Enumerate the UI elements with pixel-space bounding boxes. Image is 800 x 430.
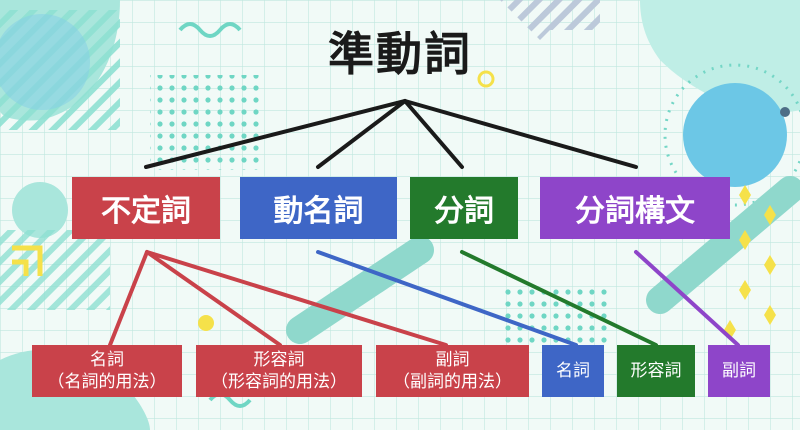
diagram-title: 準動詞 xyxy=(328,27,472,81)
usage-adjective-futeishi: 形容詞 （形容詞的用法） xyxy=(196,345,362,397)
usage-sublabel: （形容詞的用法） xyxy=(211,372,347,392)
category-futeishi: 不定詞 xyxy=(72,177,220,239)
category-bunshi: 分詞 xyxy=(410,177,518,239)
category-bunshi-kobun: 分詞構文 xyxy=(540,177,730,239)
usage-noun-futeishi: 名詞 （名詞的用法） xyxy=(32,345,182,397)
tree-lines xyxy=(144,99,638,169)
usage-label: 名詞 xyxy=(90,350,124,370)
usage-label: 副詞 xyxy=(435,350,470,370)
red-line-adjective xyxy=(145,250,282,347)
usage-adverb-futeishi: 副詞 （副詞的用法） xyxy=(376,345,529,397)
tree-line-futeishi xyxy=(144,99,407,169)
red-lines xyxy=(108,250,448,347)
red-line-adverb xyxy=(145,250,448,347)
category-domeishi: 動名詞 xyxy=(240,177,397,239)
tree-line-bunshi-kobun xyxy=(403,99,638,169)
usage-sublabel: （副詞的用法） xyxy=(393,372,512,392)
purple-line-adverb xyxy=(634,250,740,347)
tree-line-bunshi xyxy=(403,99,464,169)
tree-line-domeishi xyxy=(316,99,407,169)
usage-adverb-bunshi-kobun: 副詞 xyxy=(708,345,770,397)
red-line-noun xyxy=(108,250,149,347)
usage-label: 形容詞 xyxy=(253,350,305,370)
usage-adjective-bunshi: 形容詞 xyxy=(617,345,695,397)
green-line-adjective xyxy=(460,250,658,347)
usage-noun-domeishi: 名詞 xyxy=(542,345,604,397)
usage-sublabel: （名詞的用法） xyxy=(47,372,167,392)
blue-line-noun xyxy=(316,250,578,347)
